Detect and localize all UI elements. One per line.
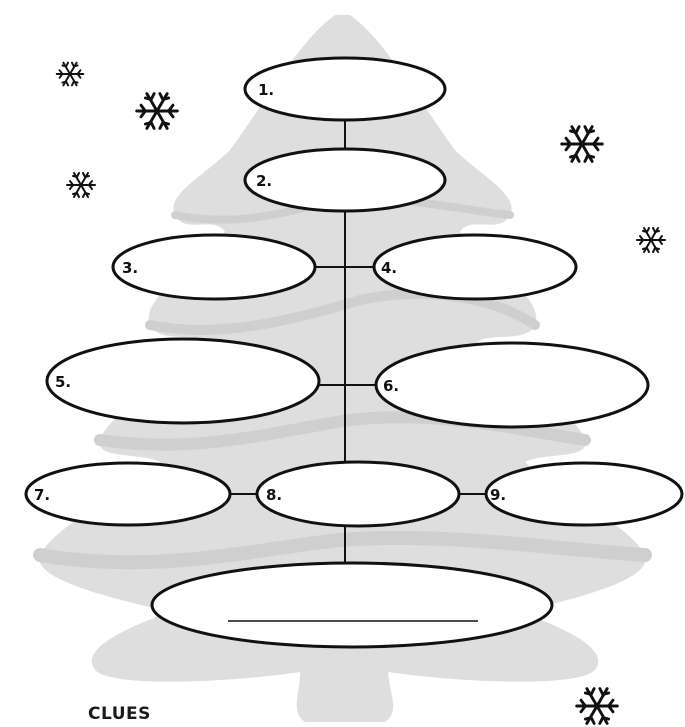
oval-2-number: 2.	[256, 172, 272, 190]
snowflake-icon	[637, 228, 665, 252]
snowflake-icon	[67, 173, 95, 197]
oval-9-number: 9.	[490, 486, 506, 504]
clues-heading: CLUES	[88, 704, 151, 724]
oval-4[interactable]: 4.	[374, 235, 576, 299]
snowflake-icon	[562, 127, 603, 162]
oval-9[interactable]: 9.	[486, 463, 682, 525]
snowflake-icon	[577, 689, 618, 724]
oval-8-number: 8.	[266, 486, 282, 504]
oval-6[interactable]: 6.	[376, 343, 648, 427]
snowflake-icon	[137, 94, 178, 129]
oval-6-number: 6.	[383, 377, 399, 395]
answer-oval[interactable]	[152, 563, 552, 647]
oval-8[interactable]: 8.	[257, 462, 459, 526]
oval-5[interactable]: 5.	[47, 339, 319, 423]
snowflake-icon	[57, 63, 84, 86]
oval-4-number: 4.	[381, 259, 397, 277]
oval-3[interactable]: 3.	[113, 235, 315, 299]
oval-3-number: 3.	[122, 259, 138, 277]
oval-7[interactable]: 7.	[26, 463, 230, 525]
oval-1[interactable]: 1.	[245, 58, 445, 120]
oval-5-number: 5.	[55, 373, 71, 391]
oval-1-number: 1.	[258, 81, 274, 99]
oval-7-number: 7.	[34, 486, 50, 504]
oval-2[interactable]: 2.	[245, 149, 445, 211]
